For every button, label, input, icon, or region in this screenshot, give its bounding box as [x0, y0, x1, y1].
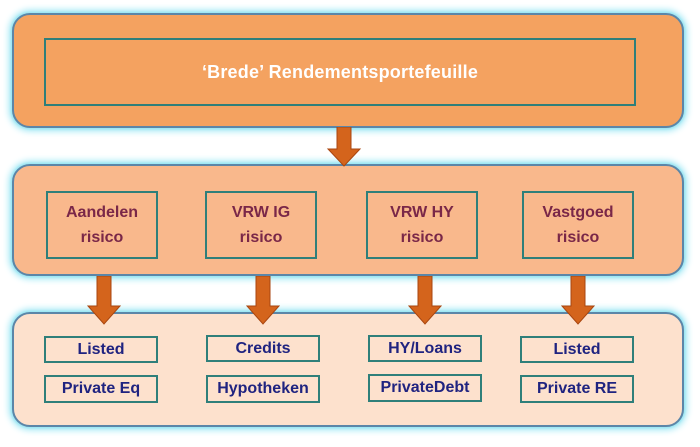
leaf-box-credits: Credits [206, 335, 320, 362]
leaf-box-listed-re: Listed [520, 336, 634, 363]
risk-box-vrw-ig: VRW IG risico [205, 191, 317, 259]
leaf-label: HY/Loans [388, 339, 462, 357]
risk-box-vrw-hy: VRW HY risico [366, 191, 478, 259]
leaf-label: PrivateDebt [380, 379, 470, 396]
portfolio-title-box: ‘Brede’ Rendementsportefeuille [44, 38, 636, 106]
arrow-vastgoed-down [560, 276, 596, 325]
instrument-panel [12, 312, 684, 427]
risk-label-line1: VRW IG [231, 204, 291, 221]
risk-label-line2: risico [239, 229, 283, 246]
leaf-label: Credits [235, 339, 291, 357]
leaf-label: Private RE [536, 380, 618, 397]
risk-box-aandelen: Aandelen risico [46, 191, 158, 259]
risk-label-line1: VRW HY [390, 204, 454, 221]
arrow-vrw-ig-down [245, 276, 281, 325]
leaf-box-listed-equity: Listed [44, 336, 158, 363]
leaf-label: Listed [77, 340, 125, 358]
leaf-label: Private Eq [61, 380, 141, 397]
risk-box-vastgoed: Vastgoed risico [522, 191, 634, 259]
risk-label-line2: risico [80, 229, 124, 246]
leaf-box-private-debt: PrivateDebt [368, 374, 482, 402]
risk-label-line1: Aandelen [65, 204, 138, 221]
leaf-label: Hypotheken [217, 380, 309, 397]
leaf-box-hypotheken: Hypotheken [206, 375, 320, 403]
leaf-box-private-eq: Private Eq [44, 375, 158, 403]
arrow-portfolio-to-risks [326, 127, 362, 167]
risk-label-line2: risico [400, 229, 444, 246]
arrow-aandelen-down [86, 276, 122, 325]
risk-label-line2: risico [556, 229, 600, 246]
leaf-box-hy-loans: HY/Loans [368, 335, 482, 362]
arrow-vrw-hy-down [407, 276, 443, 325]
portfolio-title: ‘Brede’ Rendementsportefeuille [201, 61, 479, 82]
risk-label-line1: Vastgoed [542, 204, 614, 221]
leaf-label: Listed [553, 340, 601, 358]
leaf-box-private-re: Private RE [520, 375, 634, 403]
